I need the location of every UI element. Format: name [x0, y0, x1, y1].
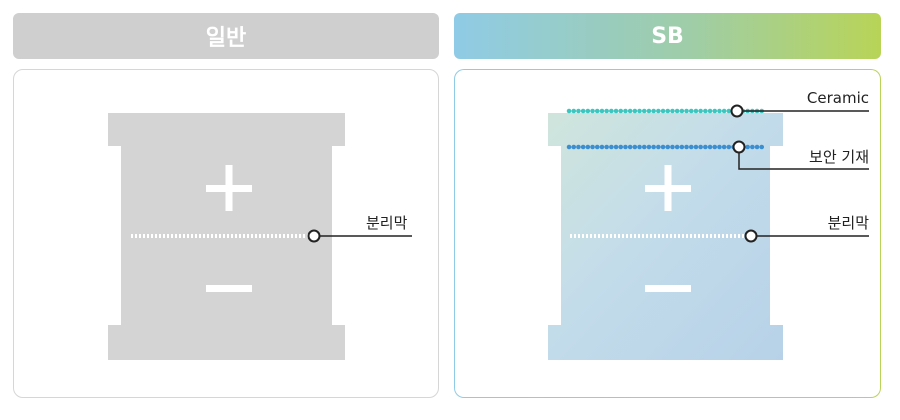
sb-header: SB	[454, 13, 881, 59]
general-separator-marker	[307, 229, 321, 243]
sb-header-title: SB	[651, 23, 684, 49]
ceramic-marker	[730, 104, 744, 118]
sb-plus-icon	[645, 165, 691, 211]
general-minus-icon	[206, 285, 252, 292]
substrate-label: 보안 기재	[809, 148, 869, 166]
substrate-marker	[732, 140, 746, 154]
general-separator-label: 분리막	[366, 214, 408, 232]
general-battery-cell	[108, 113, 345, 360]
sb-separator-marker	[744, 229, 758, 243]
general-header-title: 일반	[205, 26, 247, 51]
substrate-leader	[738, 153, 869, 170]
general-plus-icon	[206, 165, 252, 211]
sb-battery-cell	[548, 113, 783, 360]
general-header: 일반	[13, 13, 439, 59]
ceramic-label: Ceramic	[806, 89, 869, 107]
sb-separator-label: 분리막	[827, 214, 869, 232]
sb-minus-icon	[645, 285, 691, 292]
